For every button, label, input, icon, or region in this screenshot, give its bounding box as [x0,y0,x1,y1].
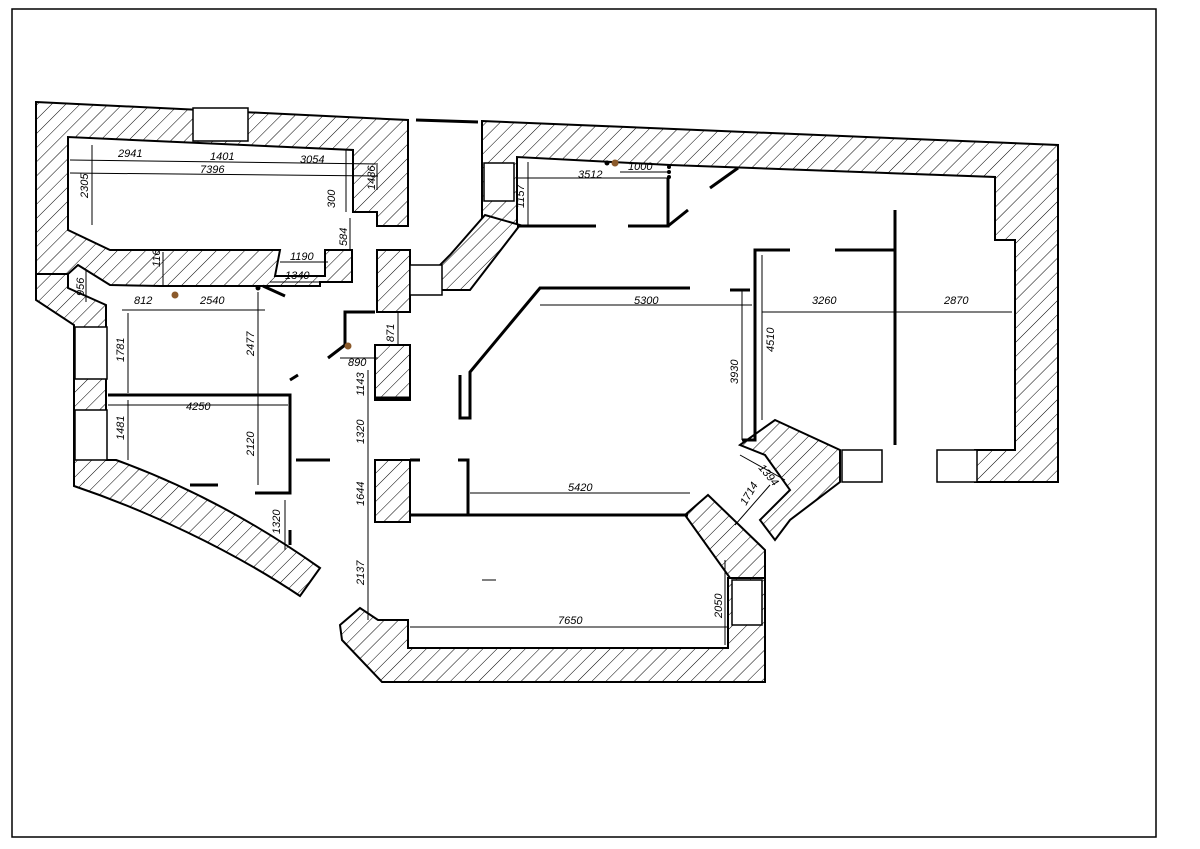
window-left-1 [74,326,108,380]
windows [74,107,978,626]
dim-3260: 3260 [812,295,837,307]
partition-stair-left [343,310,375,345]
dim-7396: 7396 [200,164,225,176]
fixture-dot-7 [667,170,671,174]
window-entry-lower [409,264,443,296]
walls [35,100,1059,683]
dim-1320-center: 1320 [355,419,367,444]
window-right-1 [841,449,883,483]
fixture-dot-5 [604,160,610,166]
fixture-dot-2 [255,285,261,291]
wall-top-left-room [35,100,409,287]
wall-pier-middle [374,459,411,523]
dim-1644: 1644 [355,482,367,506]
dim-4510: 4510 [765,327,777,352]
dim-3930: 3930 [729,359,741,384]
dim-1143: 1143 [355,371,367,396]
dim-5420: 5420 [568,482,593,494]
partition-stair-door [327,343,346,360]
partition-entrance-line [415,118,479,124]
dim-300: 300 [326,189,338,208]
dim-5300: 5300 [634,295,659,307]
dim-1000: 1000 [628,161,653,173]
dimension-labels: 2941 1401 3054 7396 2305 1486 300 584 11… [75,148,969,627]
dim-584: 584 [338,228,350,246]
partition-room-right-left [742,248,790,442]
wall-central-column [376,249,411,313]
window-top-right-entry [483,162,515,202]
dim-1781: 1781 [115,338,127,362]
fixture-dot-3 [344,342,352,350]
dim-2477: 2477 [245,331,257,357]
dim-4250: 4250 [186,401,211,413]
wall-entrance-angled [439,213,522,291]
dim-1190: 1190 [290,251,315,263]
fixtures [171,159,671,581]
partition-lower-corridor [410,458,470,517]
wall-bottom-room [338,577,766,683]
dim-2540: 2540 [199,295,225,307]
dim-7650: 7650 [558,615,583,627]
dim-2137: 2137 [355,560,367,586]
wall-stair-block [374,344,411,401]
partition-door-center [289,373,299,382]
dim-1481: 1481 [115,416,127,440]
wall-right-outer [481,119,1059,483]
partition-left-door [262,284,286,298]
wall-bay [737,418,841,542]
partition-left-room-bottom [108,393,292,495]
dim-1157: 1157 [515,183,527,208]
partition-door-top [667,208,689,228]
dim-1401: 1401 [210,151,234,163]
dim-1340: 1340 [285,270,310,282]
dim-116: 116 [151,249,163,267]
dim-1320-left: 1320 [271,509,283,534]
dim-956: 956 [75,277,87,296]
drawing-frame [11,8,1157,838]
dim-2941: 2941 [117,148,142,160]
window-bottom-right [731,579,763,626]
fixture-dot-1 [171,291,179,299]
window-left-2 [74,409,108,461]
dim-3512: 3512 [578,169,602,181]
fixture-dot-6 [667,165,671,169]
dim-812: 812 [134,295,152,307]
fixture-dot-4 [611,159,619,167]
dim-3054: 3054 [300,154,324,166]
dim-1486: 1486 [366,165,378,190]
dim-1714: 1714 [738,480,761,507]
dim-871: 871 [385,324,397,342]
partition-stub-top [709,166,739,190]
partition-bath-right [628,178,670,228]
dimension-lines [69,145,1012,645]
wall-diagonal-lower [683,493,766,579]
dim-2870: 2870 [943,295,969,307]
dim-2305: 2305 [79,173,91,199]
dim-2050: 2050 [713,593,725,619]
window-top-left [192,107,249,142]
window-right-2 [936,449,978,483]
dim-890: 890 [348,357,367,369]
partitions [108,118,897,545]
partition-corridor-diag [458,286,690,420]
dim-2120: 2120 [245,431,257,457]
